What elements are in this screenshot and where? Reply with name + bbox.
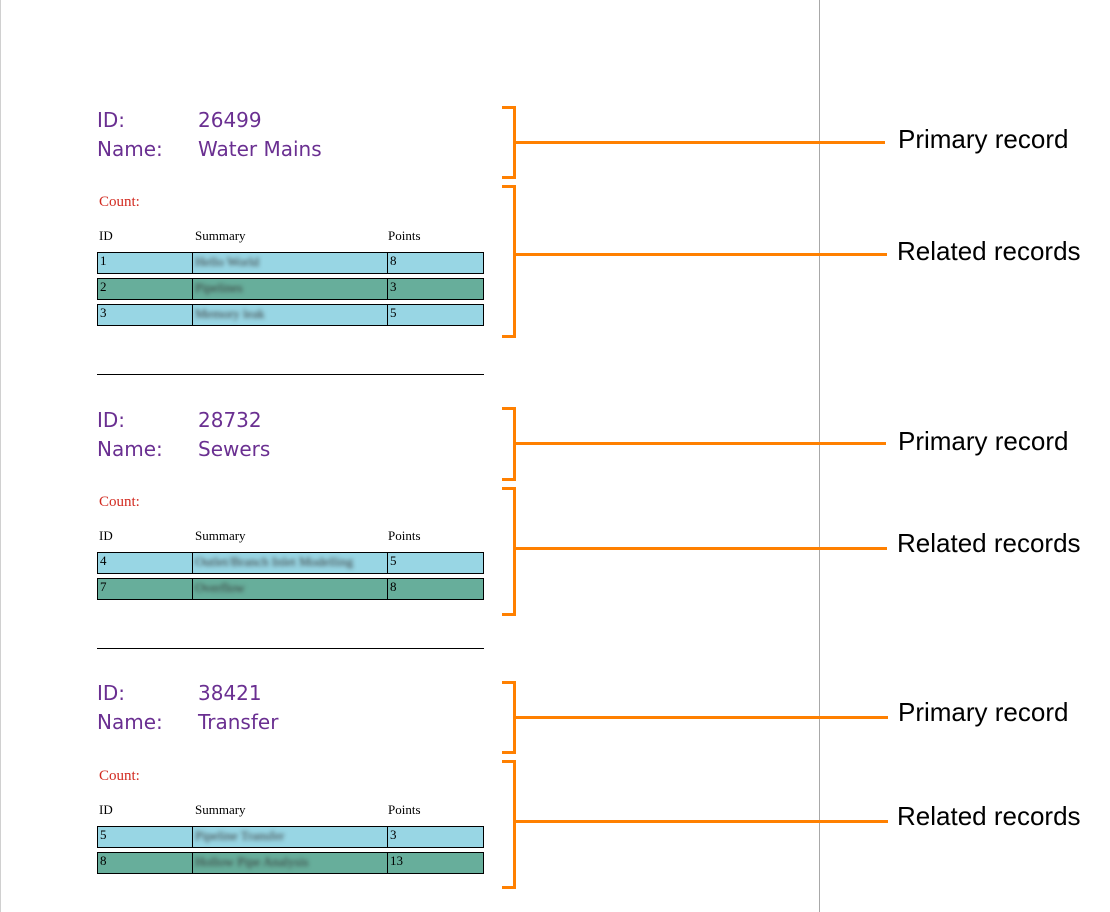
- cell-summary: Overflow: [193, 579, 388, 599]
- count-label: Count:: [99, 494, 140, 510]
- primary-callout-line: [516, 716, 888, 719]
- related-records-bracket: [502, 487, 516, 616]
- related-callout-line: [516, 253, 887, 256]
- col-points-header: Points: [388, 228, 421, 243]
- related-records-callout: Related records: [897, 801, 1081, 831]
- name-value: Transfer: [198, 710, 279, 734]
- cell-summary: Hello World: [193, 253, 388, 273]
- cell-id: 5: [98, 827, 193, 847]
- primary-record-callout: Primary record: [898, 124, 1069, 154]
- id-value: 26499: [198, 108, 262, 132]
- cell-id: 8: [98, 853, 193, 873]
- related-callout-line: [516, 820, 888, 823]
- summary-text: Pipeline Transfer: [195, 828, 285, 843]
- related-records-bracket: [502, 185, 516, 338]
- id-value: 28732: [198, 408, 262, 432]
- primary-record-bracket: [502, 407, 516, 481]
- related-callout-line: [516, 547, 887, 550]
- summary-text: Memory leak: [195, 306, 265, 321]
- primary-record-callout: Primary record: [898, 426, 1069, 456]
- name-label: Name:: [97, 710, 163, 734]
- table-row: 7 Overflow 8: [97, 578, 484, 600]
- report-page: ID: 26499 Name: Water Mains Count: ID Su…: [0, 0, 820, 912]
- table-row: 8 Hollow Pipe Analysis 13: [97, 852, 484, 874]
- table-row: 5 Pipeline Transfer 3: [97, 826, 484, 848]
- table-header: ID Summary Points: [99, 228, 489, 244]
- col-points-header: Points: [388, 528, 421, 543]
- col-summary-header: Summary: [195, 802, 246, 817]
- primary-callout-line: [516, 442, 886, 445]
- id-label: ID:: [97, 681, 126, 705]
- col-summary-header: Summary: [195, 228, 246, 243]
- table-row: 4 Outlet/Branch Inlet Modelling 5: [97, 552, 484, 574]
- col-id-header: ID: [99, 528, 113, 543]
- primary-record-callout: Primary record: [898, 697, 1069, 727]
- primary-record-bracket: [502, 106, 516, 179]
- table-row: 1 Hello World 8: [97, 252, 484, 274]
- cell-points: 3: [390, 279, 397, 294]
- cell-points: 5: [390, 553, 397, 568]
- cell-id: 2: [98, 279, 193, 299]
- summary-text: Hello World: [195, 254, 260, 269]
- table-header: ID Summary Points: [99, 802, 489, 818]
- name-value: Sewers: [198, 437, 271, 461]
- cell-id: 4: [98, 553, 193, 573]
- col-id-header: ID: [99, 802, 113, 817]
- col-summary-header: Summary: [195, 528, 246, 543]
- summary-text: Pipelines: [195, 280, 243, 295]
- summary-text: Overflow: [195, 580, 245, 595]
- col-points-header: Points: [388, 802, 421, 817]
- cell-points: 3: [390, 827, 397, 842]
- name-value: Water Mains: [198, 137, 322, 161]
- record-separator: [97, 374, 484, 375]
- cell-summary: Pipelines: [193, 279, 388, 299]
- cell-summary: Outlet/Branch Inlet Modelling: [193, 553, 388, 573]
- table-row: 2 Pipelines 3: [97, 278, 484, 300]
- related-records-callout: Related records: [897, 528, 1081, 558]
- cell-points: 8: [390, 253, 397, 268]
- name-label: Name:: [97, 437, 163, 461]
- related-records-bracket: [502, 760, 516, 889]
- col-id-header: ID: [99, 228, 113, 243]
- record-separator: [97, 648, 484, 649]
- cell-id: 7: [98, 579, 193, 599]
- primary-record-bracket: [502, 681, 516, 754]
- summary-text: Hollow Pipe Analysis: [195, 854, 309, 869]
- count-label: Count:: [99, 194, 140, 210]
- cell-summary: Pipeline Transfer: [193, 827, 388, 847]
- primary-callout-line: [516, 141, 885, 144]
- cell-id: 1: [98, 253, 193, 273]
- name-label: Name:: [97, 137, 163, 161]
- cell-summary: Hollow Pipe Analysis: [193, 853, 388, 873]
- cell-points: 8: [390, 579, 397, 594]
- id-label: ID:: [97, 108, 126, 132]
- cell-summary: Memory leak: [193, 305, 388, 325]
- table-row: 3 Memory leak 5: [97, 304, 484, 326]
- cell-points: 13: [390, 853, 403, 868]
- summary-text: Outlet/Branch Inlet Modelling: [195, 554, 354, 569]
- table-header: ID Summary Points: [99, 528, 489, 544]
- count-label: Count:: [99, 768, 140, 784]
- cell-points: 5: [390, 305, 397, 320]
- cell-id: 3: [98, 305, 193, 325]
- id-value: 38421: [198, 681, 262, 705]
- related-records-callout: Related records: [897, 236, 1081, 266]
- id-label: ID:: [97, 408, 126, 432]
